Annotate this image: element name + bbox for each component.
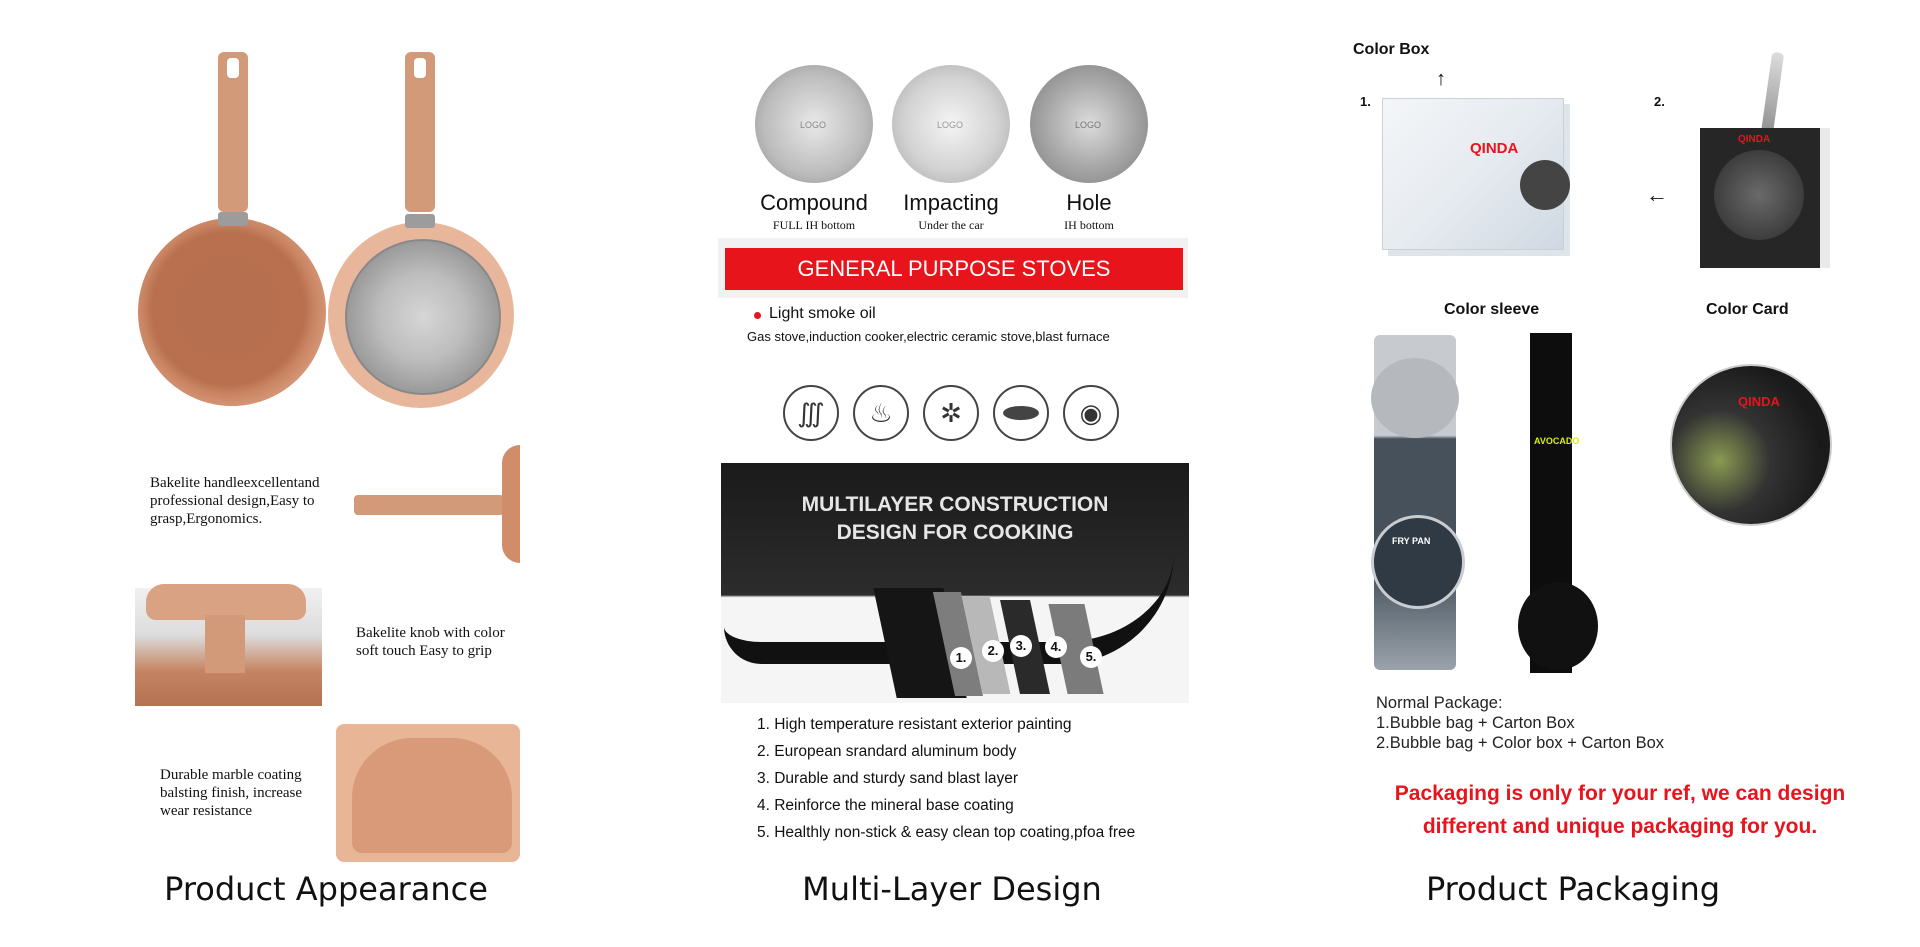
gas-burner-icon: ✲ <box>923 385 979 441</box>
color-box-label: Color Box <box>1353 41 1430 58</box>
induction-icon: ◉ <box>1063 385 1119 441</box>
logo-text: LOGO <box>1075 120 1102 130</box>
compound-bottom-image <box>755 65 873 183</box>
color-card-image <box>1670 364 1832 526</box>
flame-icon: ♨ <box>853 385 909 441</box>
layer-number-3: 3. <box>1010 635 1032 657</box>
pan-side-image <box>502 445 520 563</box>
bullet-light-smoke-oil: Light smoke oil <box>769 305 876 322</box>
sleeve-black-circle <box>1518 582 1598 670</box>
construction-title-1: MULTILAYER CONSTRUCTION <box>801 493 1109 516</box>
general-purpose-stoves-banner: GENERAL PURPOSE STOVES <box>725 248 1183 290</box>
bottom-name-impacting: Impacting <box>903 190 999 215</box>
arrow-up-icon: ↑ <box>1436 68 1446 90</box>
sleeve-grey-circle <box>1371 358 1459 438</box>
normal-package-option-2: 2.Bubble bag + Color box + Carton Box <box>1376 734 1665 752</box>
coil-icon: ∭ <box>783 385 839 441</box>
knob-top <box>146 584 306 620</box>
bottom-name-hole: Hole <box>1066 190 1112 215</box>
sleeve1-label: FRY PAN <box>1392 536 1431 546</box>
box-number-2: 2. <box>1654 94 1665 109</box>
pan-rivet <box>218 212 248 226</box>
caption-product-packaging: Product Packaging <box>1425 870 1721 908</box>
bottom-sub-compound: FULL IH bottom <box>772 218 856 232</box>
box-pan-photo <box>1520 160 1570 210</box>
ceramic-plate-icon <box>993 385 1049 441</box>
layer-item-1: 1. High temperature resistant exterior p… <box>757 716 1072 733</box>
bottom-sub-hole: IH bottom <box>1064 218 1114 232</box>
handle-hole <box>414 58 426 78</box>
layer-number-5: 5. <box>1080 646 1102 668</box>
layer-item-3: 3. Durable and sturdy sand blast layer <box>757 770 1019 787</box>
logo-text: LOGO <box>937 120 964 130</box>
box-number-1: 1. <box>1360 94 1371 109</box>
handle-hole <box>227 58 239 78</box>
caption-multi-layer-design: Multi-Layer Design <box>802 870 1102 908</box>
compatible-stoves-text: Gas stove,induction cooker,electric cera… <box>747 329 1110 344</box>
normal-package-option-1: 1.Bubble bag + Carton Box <box>1376 714 1575 732</box>
bullet-dot <box>754 312 761 319</box>
pan-handle-back <box>405 52 435 212</box>
layer-number-1: 1. <box>950 647 972 669</box>
box-brand-logo: QINDA <box>1470 140 1519 157</box>
knob-stem <box>205 615 245 673</box>
bottom-name-compound: Compound <box>760 190 868 215</box>
knob-description: Bakelite knob with color soft touch Easy… <box>356 625 505 659</box>
layer-number-2: 2. <box>982 640 1004 662</box>
normal-package-title: Normal Package: <box>1376 694 1503 712</box>
color-sleeve-label: Color sleeve <box>1444 301 1540 318</box>
layer-item-5: 5. Healthly non-stick & easy clean top c… <box>757 824 1136 841</box>
layer-item-2: 2. European srandard aluminum body <box>757 743 1017 760</box>
sleeve-grey-circle-2 <box>1371 515 1465 609</box>
packaging-note-line-2: different and unique packaging for you. <box>1422 815 1818 838</box>
side-handle-image <box>354 495 504 515</box>
construction-title-2: DESIGN FOR COOKING <box>836 521 1074 544</box>
pan-rivet <box>405 214 435 228</box>
impacting-bottom-image <box>892 65 1010 183</box>
coating-description: Durable marble coating balsting finish, … <box>160 767 303 819</box>
layer-number-4: 4. <box>1045 636 1067 658</box>
induction-plate <box>345 239 501 395</box>
hole-bottom-image <box>1030 65 1148 183</box>
layer-item-4: 4. Reinforce the mineral base coating <box>757 797 1014 814</box>
color-card-brand: QINDA <box>1738 394 1780 409</box>
window-box-brand: QINDA <box>1738 134 1771 145</box>
pan-handle-front <box>218 52 248 212</box>
bottom-sub-impacting: Under the car <box>918 218 984 232</box>
packaging-note-line-1: Packaging is only for your ref, we can d… <box>1394 782 1846 805</box>
sleeve2-label: AVOCADO <box>1534 436 1580 446</box>
arrow-left-icon: ← <box>1646 182 1668 207</box>
coating-inner <box>352 738 512 853</box>
pan-interior-image <box>138 218 326 406</box>
handle-description: Bakelite handleexcellentand professional… <box>150 475 320 527</box>
caption-product-appearance: Product Appearance <box>164 870 488 908</box>
logo-text: LOGO <box>800 120 827 130</box>
window-box-pan <box>1714 150 1804 240</box>
color-card-label: Color Card <box>1706 301 1789 318</box>
